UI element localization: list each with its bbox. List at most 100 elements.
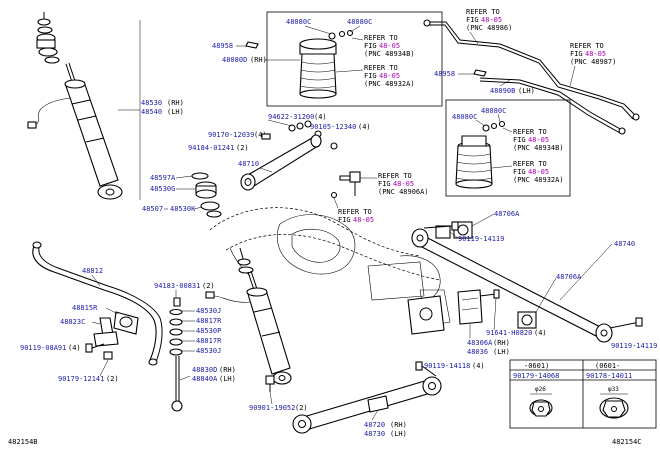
label-90179-12141: 90179-12141	[58, 375, 104, 383]
label-48080d-rh: (RH)	[250, 56, 267, 64]
rear-shock-absorber-lower	[205, 247, 292, 385]
table-col2-part: 90178-14011	[586, 372, 632, 380]
label-48530j-2: 48530J	[196, 347, 221, 355]
label-48823c: 48823C	[60, 318, 85, 326]
refer1-line2: FIG	[364, 42, 377, 50]
label-48830d: 48830D	[192, 366, 217, 374]
refer4-line2: FIG	[570, 50, 583, 58]
refer7-pnc: (PNC 48906A)	[378, 188, 429, 196]
refer5-pnc: (PNC 48934B)	[513, 144, 564, 152]
label-90105: 90105-12340	[310, 123, 356, 131]
refer2-pnc: (PNC 48932A)	[364, 80, 415, 88]
label-48817r-2: 48817R	[196, 337, 222, 345]
label-48958-2: 48958	[434, 70, 455, 78]
diagram-code-right: 482154C	[612, 438, 642, 446]
air-spring-rh	[299, 29, 354, 99]
label-48817r-1: 48817R	[196, 317, 222, 325]
label-48840a: 48840A	[192, 375, 218, 383]
refer1-pnc: (PNC 48934B)	[364, 50, 415, 58]
refer4-line1: REFER TO	[570, 42, 604, 50]
label-94622-qty: (4)	[314, 113, 327, 121]
label-90119-08a91-qty: (4)	[68, 344, 81, 352]
label-48720: 48720	[364, 421, 385, 429]
label-90901-qty: (2)	[295, 404, 308, 412]
refer7-fig-link[interactable]: 48-05	[393, 180, 414, 188]
label-48812: 48812	[82, 267, 103, 275]
label-91641-qty: (4)	[534, 329, 547, 337]
stabilizer-bushing	[113, 311, 139, 335]
rear-axle-housing	[209, 207, 451, 335]
label-48306a: 48306A	[467, 339, 493, 347]
refer6-fig-link[interactable]: 48-05	[528, 168, 549, 176]
label-48530j-1: 48530J	[196, 307, 221, 315]
label-48720-rh: (RH)	[390, 421, 407, 429]
bushing-48706a-2	[517, 311, 537, 329]
refer1-line1: REFER TO	[364, 34, 398, 42]
label-48730-lh: (LH)	[390, 430, 407, 438]
label-48740: 48740	[614, 240, 635, 248]
label-48830d-rh: (RH)	[219, 366, 236, 374]
label-94183: 94183-00831	[154, 282, 200, 290]
refer5-fig-link[interactable]: 48-05	[528, 136, 549, 144]
label-90119-08a91: 90119-08A91	[20, 344, 66, 352]
rear-shock-absorber-top	[27, 12, 123, 200]
label-48730: 48730	[364, 430, 385, 438]
label-48530p: 48530P	[196, 327, 221, 335]
upper-control-arm	[240, 120, 338, 191]
label-48530-rh: (RH)	[167, 99, 184, 107]
stabilizer-link-parts	[169, 297, 183, 412]
label-91641: 91641-H0820	[486, 329, 532, 337]
label-90105-qty: (4)	[358, 123, 371, 131]
label-48530: 48530	[141, 99, 162, 107]
bolt-90119-14118	[415, 361, 437, 377]
refer1-fig-link[interactable]: 48-05	[379, 42, 400, 50]
refer6-pnc: (PNC 48932A)	[513, 176, 564, 184]
label-48080d: 48080D	[222, 56, 247, 64]
bolt-90119-08a91	[85, 343, 105, 353]
label-94183-qty: (2)	[202, 282, 215, 290]
refer8-line2: FIG	[338, 216, 351, 224]
refer7-line1: REFER TO	[378, 172, 412, 180]
stabilizer-bracket	[93, 317, 119, 347]
refer3-line2: FIG	[466, 16, 479, 24]
label-94622: 94622-31200	[268, 113, 314, 121]
label-48540: 48540	[141, 108, 162, 116]
label-48090b-lh: (LH)	[518, 87, 535, 95]
label-48530k: 48530K	[170, 205, 196, 213]
refer2-fig-link[interactable]: 48-05	[379, 72, 400, 80]
upper-link-48740	[411, 228, 613, 343]
air-spring-rh-box	[266, 11, 443, 107]
label-90119-14119-1: 90119-14119	[458, 235, 504, 243]
label-48958-1: 48958	[212, 42, 233, 50]
label-90119-14118-qty: (4)	[472, 362, 485, 370]
refer3-pnc: (PNC 48986)	[466, 24, 512, 32]
refer6-line1: REFER TO	[513, 160, 547, 168]
nut-90179-12141	[103, 351, 113, 360]
label-48840a-lh: (LH)	[219, 375, 236, 383]
diagram-code-left: 482154B	[8, 438, 38, 446]
label-90170: 90170-12039	[208, 131, 254, 139]
label-48036: 48036	[467, 348, 488, 356]
refer3-fig-link[interactable]: 48-05	[481, 16, 502, 24]
label-90901: 90901-19052	[249, 404, 295, 412]
table-col1-dim: φ26	[535, 386, 546, 393]
bracket-48306a	[457, 289, 500, 325]
label-90170-qty: (4)	[254, 131, 267, 139]
label-48706a-2: 48706A	[556, 273, 582, 281]
refer4-fig-link[interactable]: 48-05	[585, 50, 606, 58]
bolt-90901-19052	[265, 375, 275, 392]
bolt-90119-1	[423, 221, 459, 231]
label-94184-qty: (2)	[236, 144, 249, 152]
air-spring-lh	[455, 120, 506, 189]
label-48080c-3: 48080C	[452, 113, 477, 121]
label-48706a-1: 48706A	[494, 210, 520, 218]
refer5-line1: REFER TO	[513, 128, 547, 136]
label-48507: 48507	[142, 205, 163, 213]
nut-variant-table: -0601) (0601- 90179-14068 90178-14011 φ2…	[509, 359, 657, 429]
bump-stopper-group	[191, 172, 222, 218]
refer2-line1: REFER TO	[364, 64, 398, 72]
refer8-fig-link[interactable]: 48-05	[353, 216, 374, 224]
refer7-line2: FIG	[378, 180, 391, 188]
label-48090b: 48090B	[490, 87, 515, 95]
